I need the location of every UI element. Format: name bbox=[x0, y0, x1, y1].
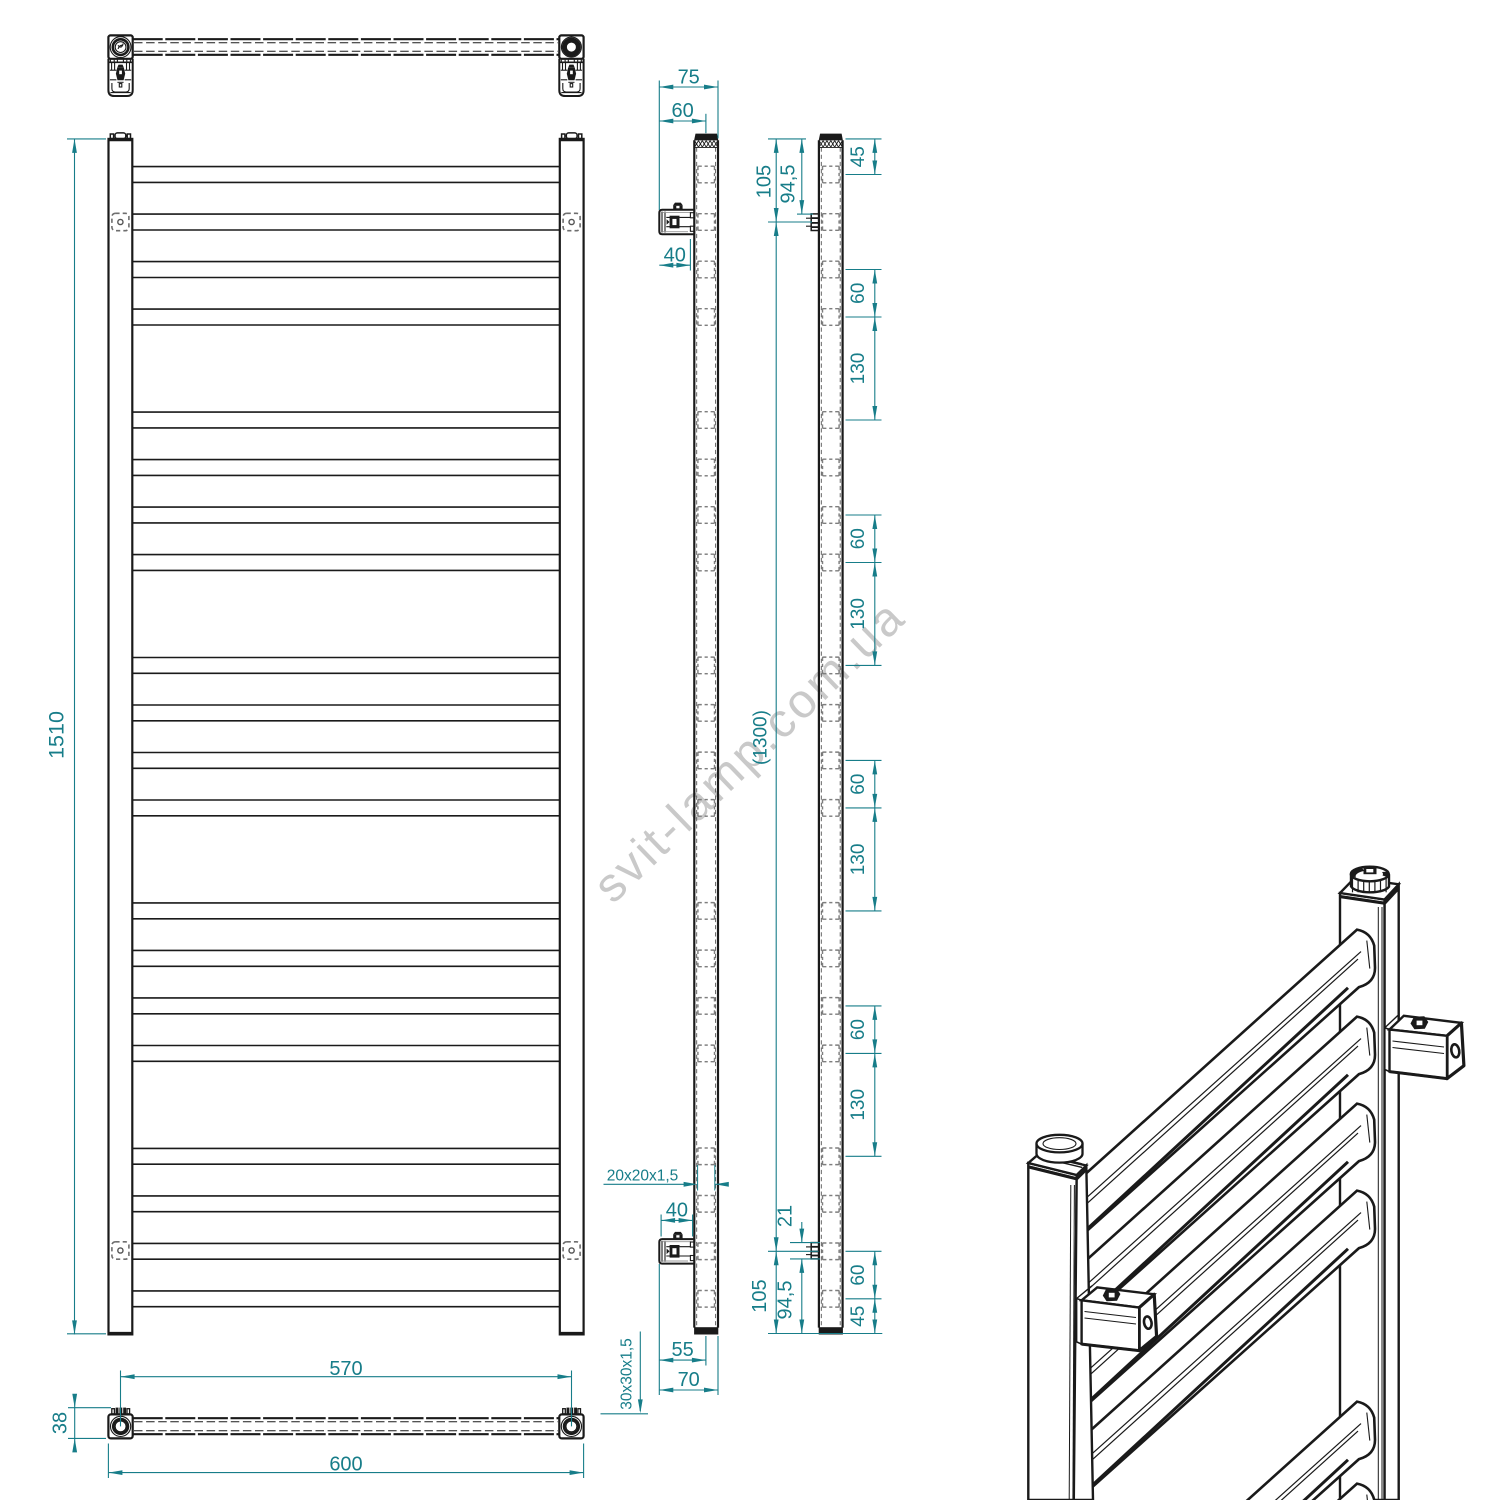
svg-text:130: 130 bbox=[848, 598, 869, 630]
svg-text:130: 130 bbox=[848, 1089, 869, 1121]
svg-text:60: 60 bbox=[848, 528, 869, 549]
svg-text:60: 60 bbox=[848, 1019, 869, 1040]
svg-text:94,5: 94,5 bbox=[775, 1281, 797, 1320]
svg-text:570: 570 bbox=[329, 1358, 362, 1380]
svg-text:60: 60 bbox=[848, 774, 869, 795]
svg-text:94,5: 94,5 bbox=[778, 165, 800, 204]
svg-text:(1300): (1300) bbox=[751, 710, 772, 765]
svg-text:45: 45 bbox=[848, 146, 869, 167]
svg-text:40: 40 bbox=[664, 244, 686, 266]
svg-text:60: 60 bbox=[848, 1265, 869, 1286]
svg-text:21: 21 bbox=[774, 1205, 796, 1227]
svg-text:20x20x1,5: 20x20x1,5 bbox=[607, 1168, 679, 1185]
svg-text:130: 130 bbox=[848, 844, 869, 876]
svg-text:105: 105 bbox=[749, 1279, 771, 1312]
svg-text:75: 75 bbox=[678, 66, 700, 88]
svg-text:45: 45 bbox=[848, 1306, 869, 1327]
svg-text:60: 60 bbox=[671, 100, 693, 122]
svg-text:105: 105 bbox=[754, 165, 776, 198]
svg-text:40: 40 bbox=[666, 1200, 688, 1222]
svg-text:70: 70 bbox=[678, 1369, 700, 1391]
svg-text:600: 600 bbox=[329, 1454, 362, 1476]
svg-text:38: 38 bbox=[50, 1412, 72, 1434]
svg-text:30x30x1,5: 30x30x1,5 bbox=[619, 1338, 636, 1410]
svg-text:55: 55 bbox=[671, 1339, 693, 1361]
svg-text:1510: 1510 bbox=[45, 711, 69, 759]
svg-text:130: 130 bbox=[848, 353, 869, 385]
svg-text:60: 60 bbox=[848, 283, 869, 304]
